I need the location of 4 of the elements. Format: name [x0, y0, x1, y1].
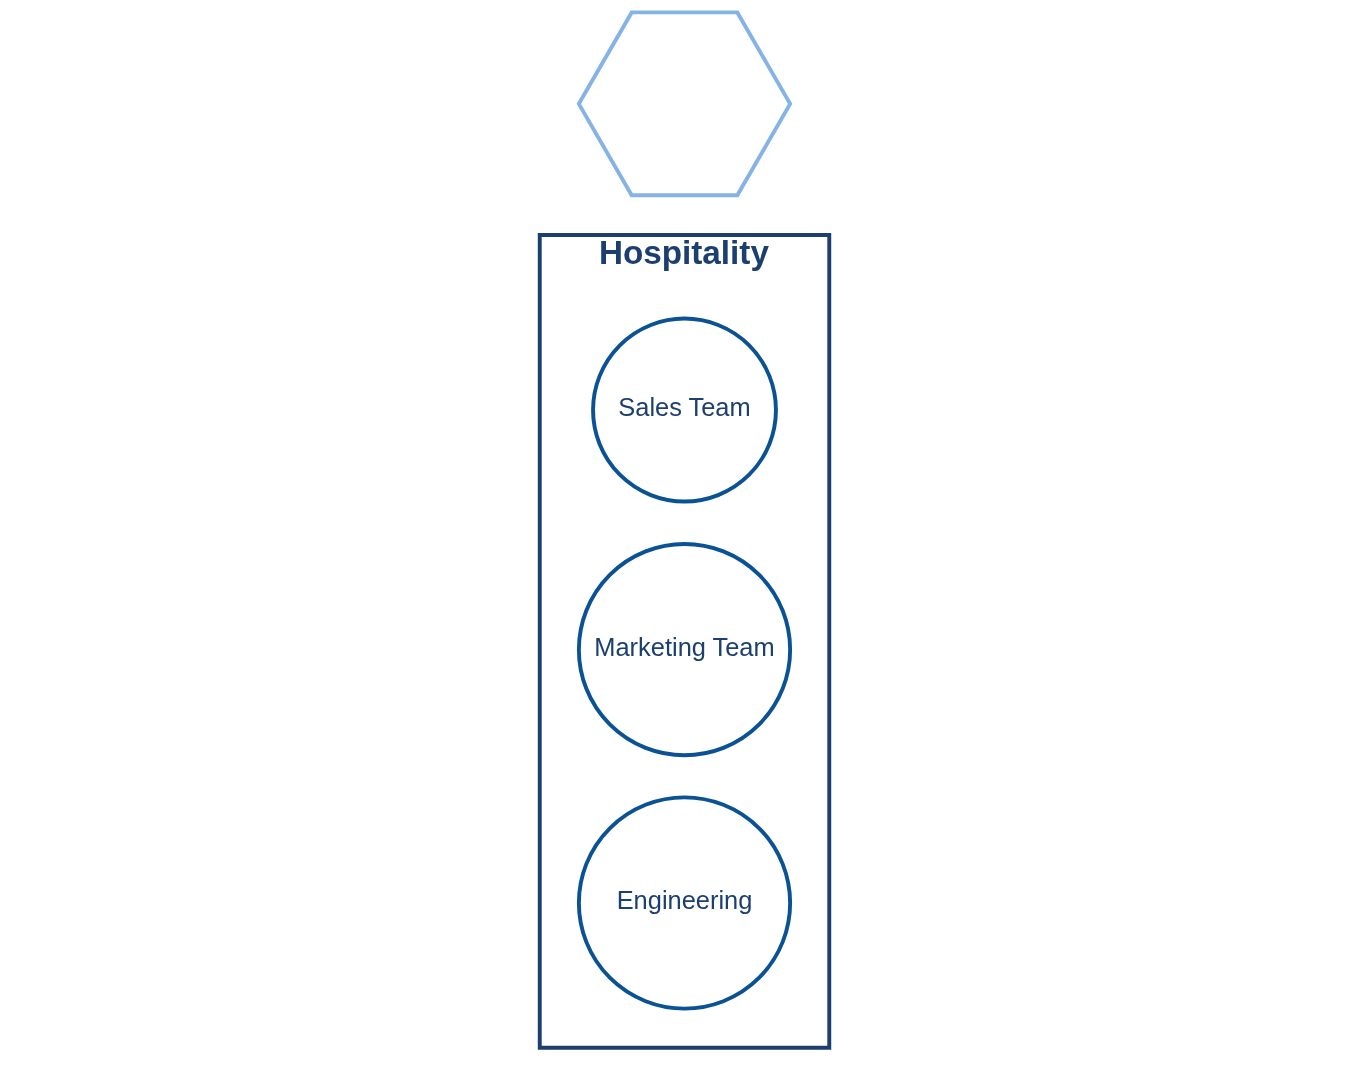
- node-circle: Engineering: [576, 795, 792, 1011]
- node-hexagon: [576, 10, 792, 198]
- node-circle: Marketing Team: [576, 542, 792, 758]
- node-circle: Sales Team: [590, 316, 778, 504]
